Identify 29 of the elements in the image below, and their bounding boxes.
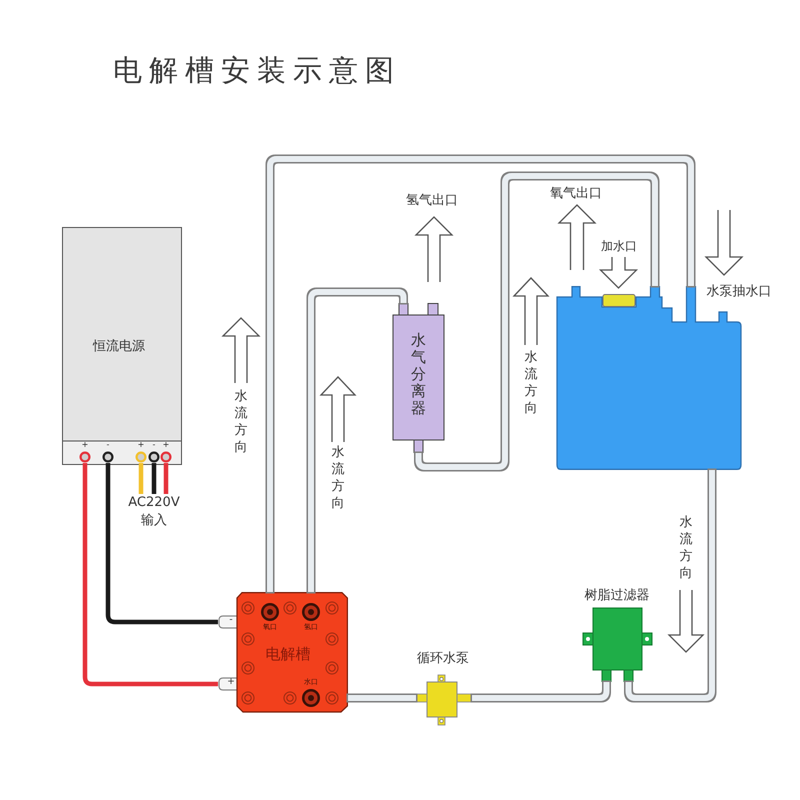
wire [138,463,144,494]
polarity-label: + [138,441,144,450]
device-label: 水气分离器 [410,332,427,417]
title: 电解槽安装示意图 [113,54,401,88]
device-label: 恒流电源 [93,340,145,354]
pipe [472,682,610,701]
polarity-label: + [82,441,88,450]
inlet-label: 水泵抽水口 [706,285,772,300]
wire [106,463,218,624]
inlet-label: 加水口 [601,240,637,254]
input-label: AC220V 输入 [122,494,186,530]
flow-label: 水流方向 [330,444,346,512]
outlet-label: 氢气出口 [406,194,458,208]
device-label: 循环水泵 [417,652,469,666]
polarity-label: - [106,441,110,450]
pipe [267,156,694,592]
flow-label: 水流方向 [678,514,694,582]
flow-label: 水流方向 [524,349,538,417]
polarity-label: - [152,441,156,450]
pipe [626,470,715,701]
pipe [348,695,416,701]
wire [82,463,218,686]
wire [152,463,156,494]
outlet-label: 氧气出口 [550,187,602,202]
pipe [308,289,406,592]
flow-label: 水流方向 [234,388,248,456]
wire [164,463,168,494]
polarity-label: + [162,441,170,450]
device-label: 树脂过滤器 [584,589,650,604]
